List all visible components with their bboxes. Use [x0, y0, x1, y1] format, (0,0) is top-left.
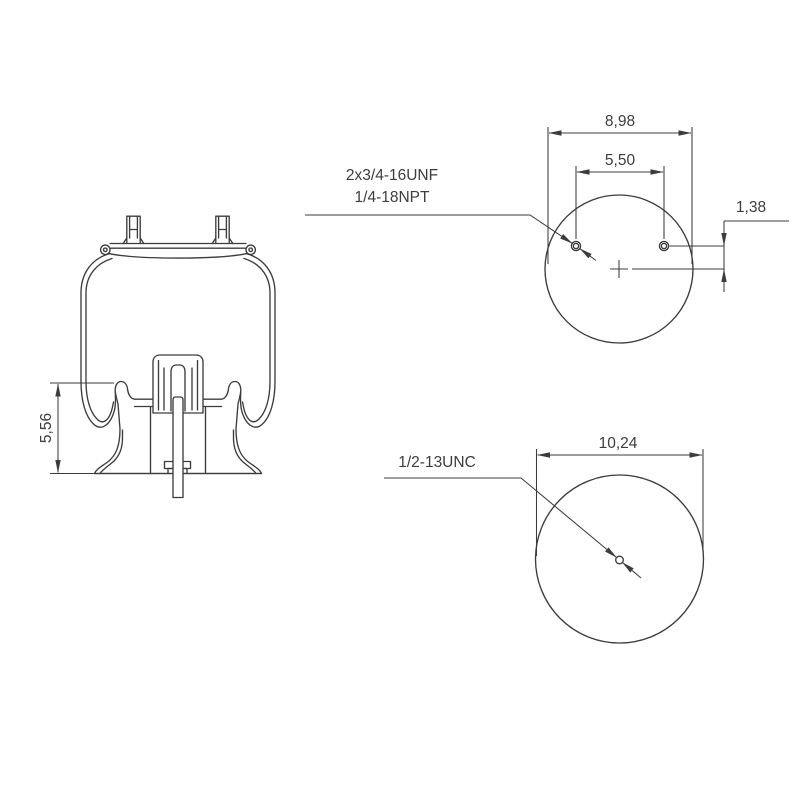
callout-leader-line: [305, 214, 573, 244]
bellows-outer-right: [239, 252, 276, 428]
right-hole-outer: [658, 240, 670, 252]
bumper-outline: [152, 354, 204, 414]
right-stud-outline: [215, 215, 230, 245]
right-hole-inner: [660, 242, 668, 250]
thread-callout-line1: 2x3/4-16UNF: [346, 167, 438, 184]
bottom-diameter-dimension-label: 10,24: [599, 435, 638, 452]
top-thread-callout: 2x3/4-16UNF 1/4-18NPT: [305, 167, 597, 261]
bellows-shoulder-line: [109, 253, 247, 259]
bottom-thread-callout-label: 1/2-13UNC: [398, 454, 476, 471]
bumper-center-guide: [170, 364, 186, 412]
callout-leader-tail: [622, 561, 642, 579]
center-stud-hole: [615, 555, 624, 565]
bead-plate: [99, 242, 257, 256]
side-height-dimension-label: 5,56: [38, 413, 55, 443]
bellows-inner-right: [241, 257, 271, 423]
left-curl-inner: [102, 247, 108, 253]
hole-spacing-dimension-label: 5,50: [605, 152, 636, 169]
piston-foot-inner-left: [99, 429, 124, 475]
bellows-outer-left: [80, 252, 117, 428]
left-curl: [99, 244, 111, 256]
bellows: [80, 252, 276, 428]
thread-callout-line2: 1/4-18NPT: [355, 189, 430, 206]
right-stud-boss: [211, 237, 217, 245]
bottom-thread-callout: 1/2-13UNC: [384, 454, 642, 579]
bellows-inner-left: [85, 257, 115, 423]
mounting-studs: [122, 215, 234, 245]
left-stud-outline: [126, 215, 141, 245]
left-hole-inner: [572, 242, 580, 250]
piston-foot-inner-right: [232, 429, 257, 475]
left-stud-boss: [122, 237, 128, 245]
right-stud-boss: [228, 237, 234, 245]
right-curl: [245, 244, 257, 256]
bottom-diameter-dimension: 10,24: [535, 435, 704, 556]
piston-mounting-stud: [172, 396, 184, 499]
hole-offset-dimension-label: 1,38: [736, 199, 766, 216]
hole-spacing-dimension: 5,50: [575, 152, 665, 239]
piston-outline-circle: [534, 474, 705, 644]
top-width-dimension-label: 8,98: [605, 113, 635, 130]
right-curl-inner: [248, 247, 254, 253]
top-view: 8,98 5,50 1,38 2x3/4-16UNF 1/4-18NPT: [305, 113, 789, 344]
top-width-dimension: 8,98: [547, 113, 693, 264]
left-hole-outer: [570, 240, 582, 252]
side-height-dimension: 5,56: [38, 382, 114, 475]
callout-leader-line: [384, 477, 617, 558]
side-view: 5,56: [38, 215, 276, 499]
bottom-view: 10,24 1/2-13UNC: [384, 435, 705, 644]
piston-assembly: [93, 354, 263, 499]
callout-leader-tail: [579, 248, 597, 261]
left-stud-boss: [139, 237, 145, 245]
hole-offset-dimension: 1,38: [632, 199, 789, 292]
